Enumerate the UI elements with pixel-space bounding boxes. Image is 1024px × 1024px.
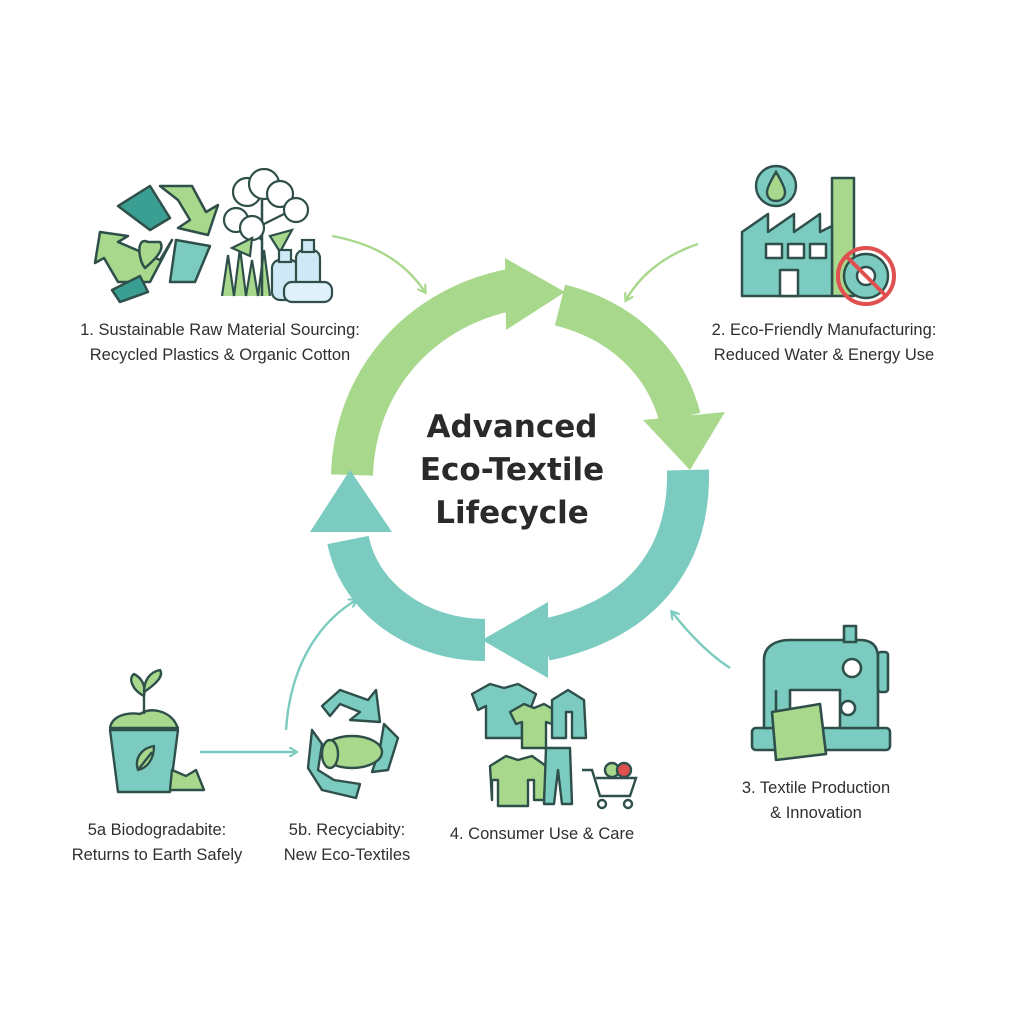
plastic-bottles-icon — [270, 238, 334, 304]
recycled-fabric-icon — [306, 688, 400, 800]
stage-3-label: 3. Textile Production & Innovation — [741, 779, 891, 822]
arrow-stage2-to-cycle — [626, 242, 699, 300]
cycle-arrow-right-upper — [554, 284, 725, 470]
stage-1-label: 1. Sustainable Raw Material Sourcing: Re… — [80, 321, 360, 364]
cotton-plant-icon — [220, 167, 310, 297]
title-line-1: Advanced — [426, 409, 598, 445]
cycle-arrow-right-lower — [482, 469, 710, 678]
shopping-cart-icon — [582, 761, 638, 810]
stage-2-label: 2. Eco-Friendly Manufacturing: Reduced W… — [711, 321, 937, 364]
connector-arrows — [200, 234, 731, 752]
factory-icon — [740, 176, 856, 298]
stage-5a-label: 5a Biodogradabite: Returns to Earth Safe… — [71, 821, 243, 864]
recycle-icon — [93, 184, 220, 304]
cycle-arrow-top — [331, 258, 565, 477]
arrow-stage3-to-cycle — [672, 612, 731, 670]
no-gear-icon — [836, 246, 896, 306]
stage-5b-label: 5b. Recyciabity: New Eco-Textiles — [283, 821, 411, 864]
cycle-arrow-bottom — [310, 470, 486, 661]
title-line-3: Lifecycle — [435, 495, 589, 531]
cycle-ring — [310, 258, 725, 678]
sewing-machine-icon — [750, 624, 892, 762]
arrow-5b-to-cycle — [284, 600, 356, 731]
arrow-stage1-to-cycle — [331, 234, 425, 292]
water-drop-icon — [754, 164, 798, 208]
diagram-title: Advanced Eco-Textile Lifecycle — [372, 406, 652, 535]
title-line-2: Eco-Textile — [419, 452, 605, 488]
clothing-icon — [470, 682, 588, 808]
compost-bin-icon — [108, 668, 206, 794]
stage-4-label: 4. Consumer Use & Care — [449, 825, 635, 843]
